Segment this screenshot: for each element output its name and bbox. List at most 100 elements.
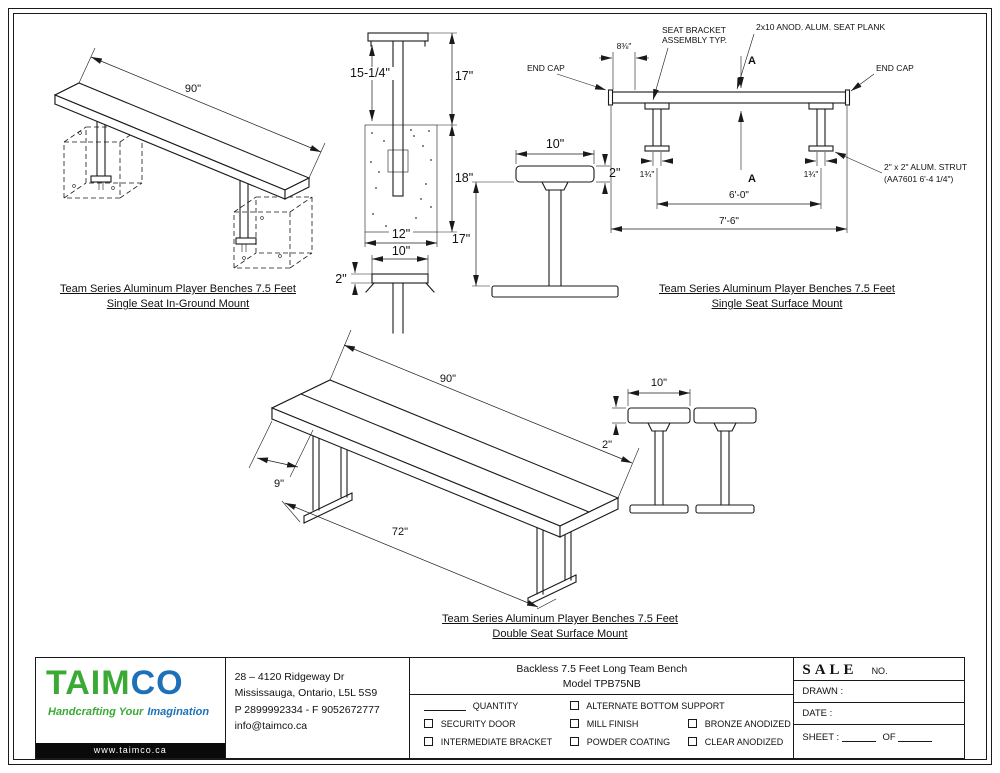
sale-no-label: NO. bbox=[871, 666, 888, 676]
dim-15-1-4-label: 15-1/4" bbox=[350, 66, 390, 80]
bench-inground-isometric: 90" bbox=[53, 47, 326, 269]
title-surface-line2: Single Seat Surface Mount bbox=[711, 298, 843, 310]
dim-strut-right: 1¾" bbox=[804, 152, 837, 179]
strut-label-1: 2" x 2" ALUM. STRUT bbox=[884, 162, 967, 172]
footing-cube-right bbox=[233, 196, 313, 269]
sheet-border-outer bbox=[8, 8, 992, 765]
dim-17-front: 17" bbox=[428, 32, 473, 126]
strut-label-2: (AA7601 6'-4 1/4") bbox=[884, 174, 954, 184]
date-label: DATE : bbox=[802, 708, 833, 719]
sale-label: SALE bbox=[802, 662, 858, 678]
dim-12-label: 12" bbox=[392, 227, 410, 241]
bench-post-left bbox=[90, 120, 112, 190]
checkbox-mill-finish[interactable] bbox=[570, 719, 580, 728]
dim-90-double: 90" bbox=[329, 329, 640, 499]
end-cap-callout-left: END CAP bbox=[527, 63, 607, 91]
bench-double-isometric: 90" 9" 72" bbox=[248, 329, 640, 610]
plank-label: 2x10 ANOD. ALUM. SEAT PLANK bbox=[756, 22, 885, 32]
option-label-bronze-anodized: BRONZE ANODIZED bbox=[704, 719, 791, 729]
tagline-part-1: Handcrafting Your bbox=[48, 706, 144, 718]
date-row: DATE : bbox=[794, 703, 964, 725]
dim-8-3-8-label: 8⅜" bbox=[617, 41, 632, 51]
title-double-mount: Team Series Aluminum Player Benches 7.5 … bbox=[420, 612, 700, 642]
concrete-speckle bbox=[370, 129, 432, 227]
drawing-title-block: Backless 7.5 Feet Long Team Bench Model … bbox=[410, 658, 794, 695]
dim-2-end-label: 2" bbox=[602, 439, 612, 451]
checkbox-clear-anodized[interactable] bbox=[688, 737, 698, 746]
dim-2-bracket-label: 2" bbox=[335, 272, 346, 286]
pedestal-front-view: 15-1/4" 17" 18" 12" bbox=[335, 32, 473, 334]
checkbox-security-door[interactable] bbox=[424, 719, 434, 728]
dim-8-3-8: 8⅜" bbox=[599, 41, 649, 90]
sheet-border-inner bbox=[13, 13, 987, 760]
dim-17-side: 17" bbox=[452, 181, 514, 287]
sheet-of-label: OF bbox=[882, 732, 896, 743]
option-clear-anodized: CLEAR ANODIZED bbox=[688, 737, 783, 747]
dim-10-side-label: 10" bbox=[546, 137, 564, 151]
sheet-total-blank[interactable] bbox=[898, 733, 933, 742]
dim-15-1-4: 15-1/4" bbox=[345, 45, 395, 121]
checkbox-alternate-bottom-support[interactable] bbox=[570, 701, 580, 710]
dim-span-6-0: 6'-0" bbox=[656, 168, 822, 209]
option-bronze-anodized: BRONZE ANODIZED bbox=[688, 719, 791, 729]
title-double-line2: Double Seat Surface Mount bbox=[492, 628, 628, 640]
dim-90-inground: 90" bbox=[78, 47, 326, 179]
dim-2-side: 2" bbox=[596, 154, 620, 194]
option-label-clear-anodized: CLEAR ANODIZED bbox=[704, 737, 784, 747]
bench-post-right bbox=[235, 179, 257, 252]
checkbox-powder-coating[interactable] bbox=[570, 737, 580, 746]
title-double-line1: Team Series Aluminum Player Benches 7.5 … bbox=[441, 613, 678, 625]
section-a-bottom-label: A bbox=[748, 173, 756, 185]
website-url: www.taimco.ca bbox=[93, 745, 167, 755]
end-cap-label-right: END CAP bbox=[876, 63, 914, 73]
option-intermediate-bracket: INTERMEDIATE BRACKET bbox=[424, 737, 552, 747]
dim-90-label: 90" bbox=[185, 83, 201, 95]
logo-part-green: TAIM bbox=[46, 664, 131, 702]
quantity-field: QUANTITY bbox=[424, 701, 518, 711]
dim-2-side-label: 2" bbox=[609, 166, 620, 180]
company-logo: TAIMCO bbox=[46, 666, 184, 700]
dim-12-footing: 12" bbox=[364, 227, 438, 247]
dim-strut-left-label: 1¾" bbox=[640, 169, 655, 179]
seat-bracket-detail bbox=[365, 273, 435, 334]
quantity-blank[interactable] bbox=[424, 702, 467, 711]
end-cap-label-left: END CAP bbox=[527, 63, 565, 73]
bench-double-end-view: 10" 2" bbox=[602, 377, 757, 514]
address-line: Mississauga, Ontario, L5L 5S9 bbox=[234, 687, 378, 700]
email-address: info@taimco.ca bbox=[234, 719, 308, 732]
bench-surface-elevation: 8⅜" END CAP END CAP SEAT BRACKET ASSEMBL… bbox=[527, 22, 967, 233]
dim-overall-7-6: 7'-6" bbox=[610, 106, 848, 233]
quantity-label: QUANTITY bbox=[472, 701, 519, 711]
end-cap-callout-right: END CAP bbox=[850, 63, 914, 92]
dim-9-label: 9" bbox=[274, 478, 284, 490]
title-surface-line1: Team Series Aluminum Player Benches 7.5 … bbox=[658, 283, 895, 295]
address-cell: 28 – 4120 Ridgeway Dr Mississauga, Ontar… bbox=[226, 658, 411, 758]
dim-2-end: 2" bbox=[602, 396, 626, 451]
dim-10-bracket: 10" bbox=[371, 244, 429, 274]
sheet-number-blank[interactable] bbox=[841, 733, 876, 742]
dim-17-front-label: 17" bbox=[455, 69, 473, 83]
dim-18-front: 18" bbox=[437, 125, 473, 233]
seat-bracket-label-1: SEAT BRACKET bbox=[662, 25, 726, 35]
drawing-canvas: 90" bbox=[53, 22, 967, 610]
sale-info-cell: SALE NO. DRAWN : DATE : SHEET : OF bbox=[794, 658, 964, 758]
dim-72-label: 72" bbox=[392, 526, 408, 538]
dim-10-label: 10" bbox=[392, 244, 410, 258]
seat-bracket-callout: SEAT BRACKET ASSEMBLY TYP. bbox=[652, 25, 727, 101]
address-line: 28 – 4120 Ridgeway Dr bbox=[234, 671, 345, 683]
plank-callout: 2x10 ANOD. ALUM. SEAT PLANK bbox=[736, 22, 885, 90]
drawing-title-line1: Backless 7.5 Feet Long Team Bench bbox=[516, 663, 688, 675]
logo-part-blue: CO bbox=[130, 664, 184, 702]
checkbox-intermediate-bracket[interactable] bbox=[424, 737, 434, 746]
dim-10-side: 10" bbox=[515, 137, 595, 164]
dim-17-side-label: 17" bbox=[452, 232, 470, 246]
option-alternate-bottom-support: ALTERNATE BOTTOM SUPPORT bbox=[570, 701, 725, 711]
drawing-model-number: Model TPB75NB bbox=[562, 678, 641, 691]
address-line: P 2899992334 - F 9052672777 bbox=[234, 703, 380, 716]
checkbox-bronze-anodized[interactable] bbox=[688, 719, 698, 728]
option-label-intermediate-bracket: INTERMEDIATE BRACKET bbox=[440, 737, 553, 747]
title-surface-mount: Team Series Aluminum Player Benches 7.5 … bbox=[637, 282, 917, 312]
